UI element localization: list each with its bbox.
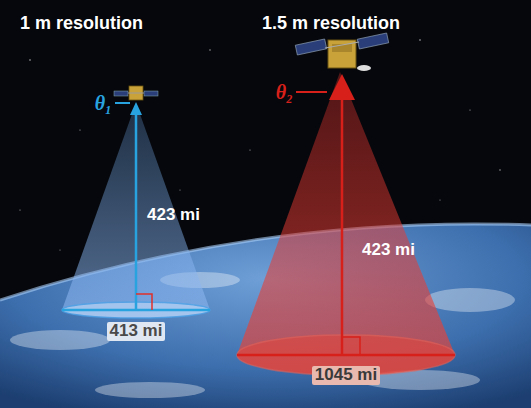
blue-height-line [135,112,138,310]
right-angle-mark [342,337,360,355]
angle-label: θ₂ [276,81,293,103]
dimension-label: 423 mi [362,241,415,260]
resolution-title: 1 m resolution [20,14,143,34]
blue-angle-marker [130,102,142,115]
angle-label: θ₁ [95,92,112,114]
right-angle-mark [136,294,152,310]
red-cone [237,72,455,375]
blue-cone [62,103,210,318]
red-height-line [341,90,344,355]
satellite-small [114,86,158,100]
dimension-label: 1045 mi [312,366,380,385]
dimension-label: 413 mi [107,322,166,341]
red-angle-marker [329,74,355,100]
leader-line [115,102,130,104]
resolution-title: 1.5 m resolution [262,14,400,34]
dimension-label: 423 mi [147,206,200,225]
red-base-line [237,354,455,357]
satellite-large [295,33,388,71]
stars [19,19,500,250]
leader-line [296,91,327,93]
